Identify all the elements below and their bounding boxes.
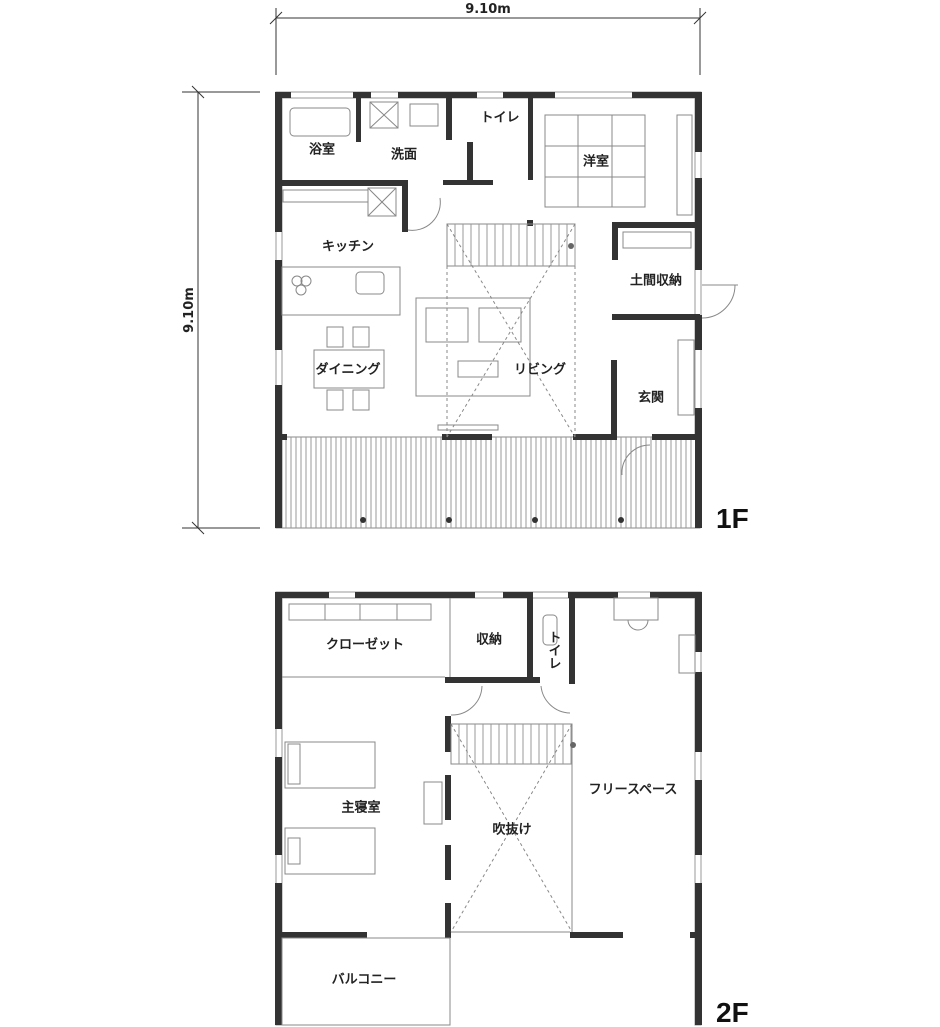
depth-label: 9.10m <box>182 287 197 333</box>
stairs-1f <box>446 223 576 267</box>
floor-1f: 浴室 洗面 トイレ 洋室 キッチン 土間収納 ダイニング リビング 玄関 1F <box>275 91 749 534</box>
room-living: リビング <box>514 362 566 378</box>
room-kitchen: キッチン <box>322 240 374 255</box>
room-dining: ダイニング <box>315 362 380 378</box>
room-master-bedroom: 主寝室 <box>341 800 380 816</box>
room-atrium: 吹抜け <box>492 822 531 838</box>
room-earth-floor-storage: 土間収納 <box>630 273 682 289</box>
room-toilet-1f: トイレ <box>480 111 519 126</box>
room-entrance: 玄関 <box>638 390 664 406</box>
width-label: 9.10m <box>465 2 511 17</box>
room-toilet-2f: トイレ <box>546 631 562 670</box>
stairs-2f <box>450 723 576 765</box>
room-western: 洋室 <box>583 154 609 170</box>
floor-2f: クローゼット 収納 トイレ 主寝室 吹抜け フリースペース バルコニー 2F <box>275 591 749 1027</box>
room-balcony: バルコニー <box>332 973 397 988</box>
room-storage: 収納 <box>476 632 502 648</box>
room-free-space: フリースペース <box>589 783 678 798</box>
room-bath: 浴室 <box>309 142 335 158</box>
room-washroom: 洗面 <box>391 147 417 163</box>
deck <box>281 436 701 529</box>
room-closet: クローゼット <box>326 637 404 653</box>
floor-label-2f: 2F <box>716 997 749 1027</box>
width-dimension: 9.10m <box>269 2 707 75</box>
floor-label-1f: 1F <box>716 503 749 534</box>
depth-dimension: 9.10m <box>182 85 260 535</box>
